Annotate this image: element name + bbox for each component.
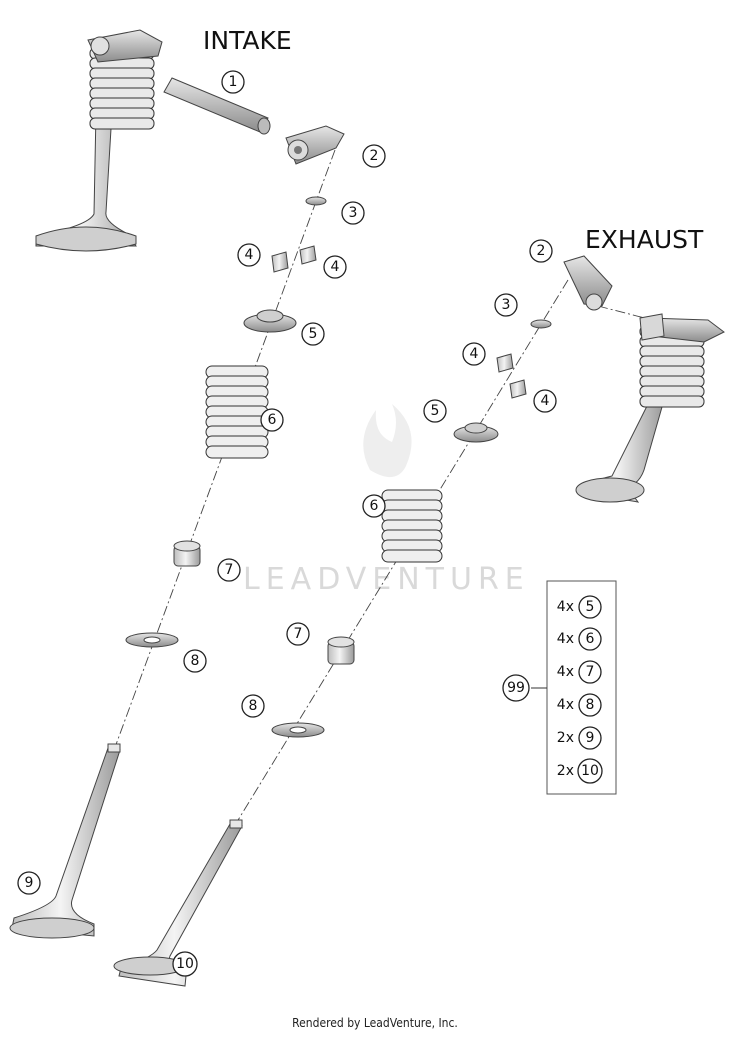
kit-row: 4x 6 [557,627,602,651]
exhaust-spring-seat [271,722,325,738]
intake-callout-6: 6 [260,408,284,432]
exhaust-rocker-axis-line [597,305,661,323]
intake-valve-spring [205,365,269,459]
intake-callout-4-right: 4 [323,255,347,279]
intake-callout-3: 3 [341,201,365,225]
svg-text:4x: 4x [557,599,574,615]
svg-text:4: 4 [245,247,254,263]
intake-spring-retainer [243,309,297,333]
kit-row: 4x 8 [557,693,602,717]
intake-valve-keeper-left [271,251,289,273]
intake-valve-shim [305,196,327,206]
svg-text:8: 8 [249,698,258,714]
exhaust-callout-5: 5 [423,399,447,423]
exhaust-callout-10: 10 [172,951,198,977]
intake-spring-seat [125,632,179,648]
svg-text:1: 1 [229,74,238,90]
exhaust-assembled-valve [575,313,725,503]
svg-text:2x: 2x [557,730,574,746]
intake-callout-8: 8 [183,649,207,673]
svg-text:8: 8 [191,653,200,669]
kit-callout-99: 99 [502,674,530,702]
exhaust-callout-4-right: 4 [533,389,557,413]
intake-valve [9,743,121,939]
exhaust-callout-4-left: 4 [462,342,486,366]
svg-text:7: 7 [586,664,595,680]
svg-text:6: 6 [370,498,379,514]
svg-text:3: 3 [502,297,511,313]
svg-text:4: 4 [331,259,340,275]
exhaust-valve-keeper-right [509,379,527,399]
exhaust-spring-retainer [453,422,499,443]
intake-callout-9: 9 [17,871,41,895]
intake-callout-7: 7 [217,558,241,582]
svg-text:4: 4 [470,346,479,362]
exhaust-valve-spring [381,489,443,563]
svg-text:6: 6 [268,412,277,428]
exhaust-callout-6: 6 [362,494,386,518]
intake-callout-1: 1 [221,70,245,94]
intake-callout-5: 5 [301,322,325,346]
svg-text:2: 2 [537,243,546,259]
kit-row: 2x 9 [557,726,602,750]
kit-row: 4x 5 [557,595,602,619]
exhaust-valve-shim [530,319,552,329]
svg-text:8: 8 [586,697,595,713]
svg-text:7: 7 [294,626,303,642]
exhaust-callout-3: 3 [494,293,518,317]
intake-valve-keeper-right [299,245,317,265]
kit-row: 2x 10 [557,758,603,784]
svg-text:4x: 4x [557,697,574,713]
intake-valve-stem-seal [173,540,201,567]
svg-text:2x: 2x [557,763,574,779]
exhaust-valve [113,819,243,987]
svg-text:10: 10 [581,763,599,779]
intake-rocker-arm [285,125,345,165]
svg-text:3: 3 [349,205,358,221]
svg-text:10: 10 [176,956,194,972]
exhaust-rocker-arm [563,255,613,311]
footer-credit: Rendered by LeadVenture, Inc. [292,1016,458,1030]
watermark: LEADVENTURE [243,404,530,597]
watermark-text: LEADVENTURE [243,562,530,597]
intake-callout-2: 2 [362,144,386,168]
svg-text:99: 99 [507,680,525,696]
exhaust-valve-keeper-left [496,353,514,373]
svg-text:5: 5 [309,326,318,342]
exhaust-valve-stem-seal [327,636,355,665]
intake-title: INTAKE [203,26,292,55]
rocker-shaft [163,77,271,135]
exhaust-callout-8: 8 [241,694,265,718]
kit-row: 4x 7 [557,660,602,684]
exhaust-callout-7: 7 [286,622,310,646]
svg-text:4: 4 [541,393,550,409]
kit-legend: 99 4x 5 4x 6 4x 7 4x 8 2x 9 2x 10 [502,580,617,795]
svg-text:5: 5 [431,403,440,419]
exhaust-title: EXHAUST [585,225,704,254]
exhaust-callout-2: 2 [529,239,553,263]
intake-assembled-valve [35,29,163,252]
kit-legend-box [546,580,617,795]
watermark-flame-icon [363,404,412,478]
svg-text:6: 6 [586,631,595,647]
svg-text:9: 9 [586,730,595,746]
svg-text:5: 5 [586,599,595,615]
intake-callout-4-left: 4 [237,243,261,267]
svg-text:9: 9 [25,875,34,891]
svg-text:4x: 4x [557,664,574,680]
svg-text:2: 2 [370,148,379,164]
svg-text:7: 7 [225,562,234,578]
svg-text:4x: 4x [557,631,574,647]
